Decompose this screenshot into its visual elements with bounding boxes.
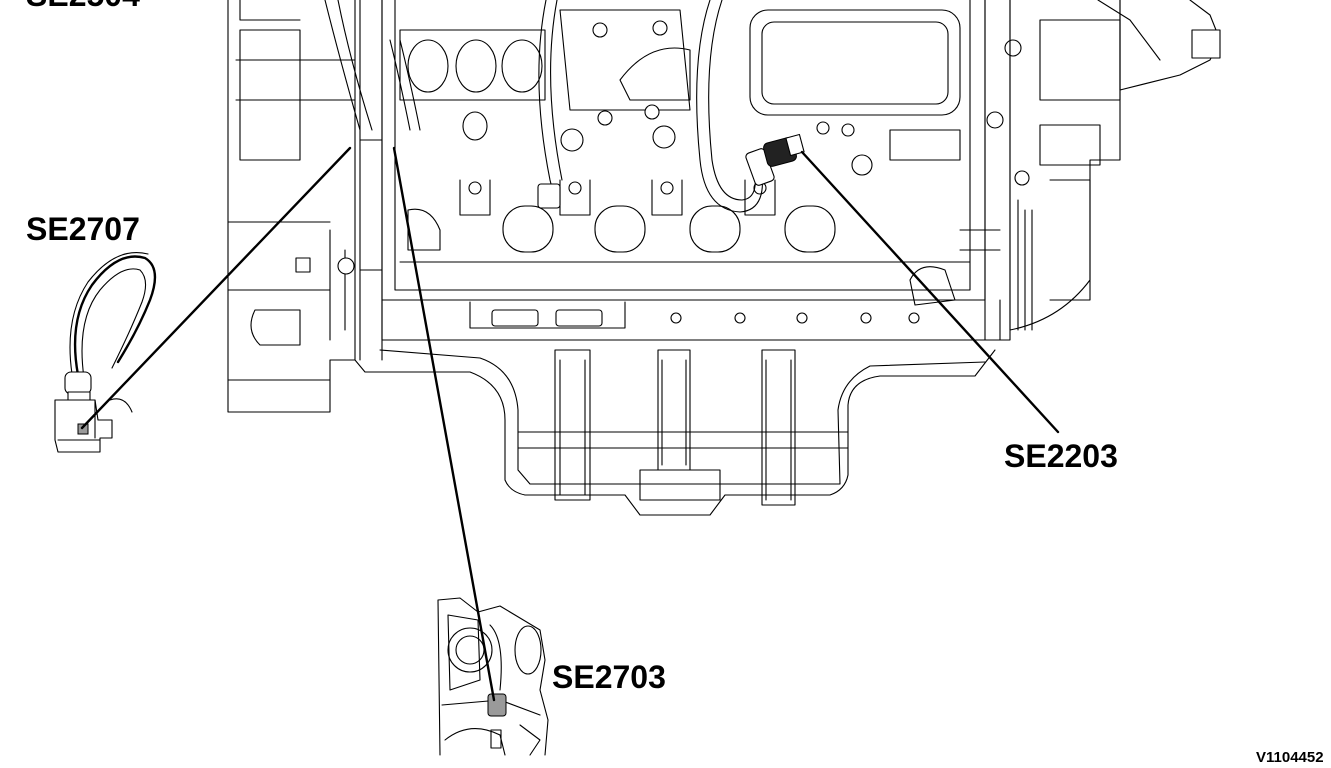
- figure-reference: V1104452: [1256, 749, 1324, 766]
- label-se2703: SE2703: [552, 659, 666, 695]
- leader-se2703: [392, 146, 496, 702]
- label-se2504: SE2504: [26, 0, 140, 13]
- se2707-sensor-detail: [54, 252, 157, 453]
- leader-se2707: [80, 146, 352, 430]
- leader-se2203: [800, 150, 1060, 434]
- label-se2707: SE2707: [26, 211, 140, 247]
- se2703-sensor-detail: [437, 597, 549, 756]
- leader-lines: [80, 146, 1060, 702]
- engine-block: [227, 0, 1221, 413]
- label-se2203: SE2203: [1004, 438, 1118, 474]
- oil-pan: [354, 349, 996, 516]
